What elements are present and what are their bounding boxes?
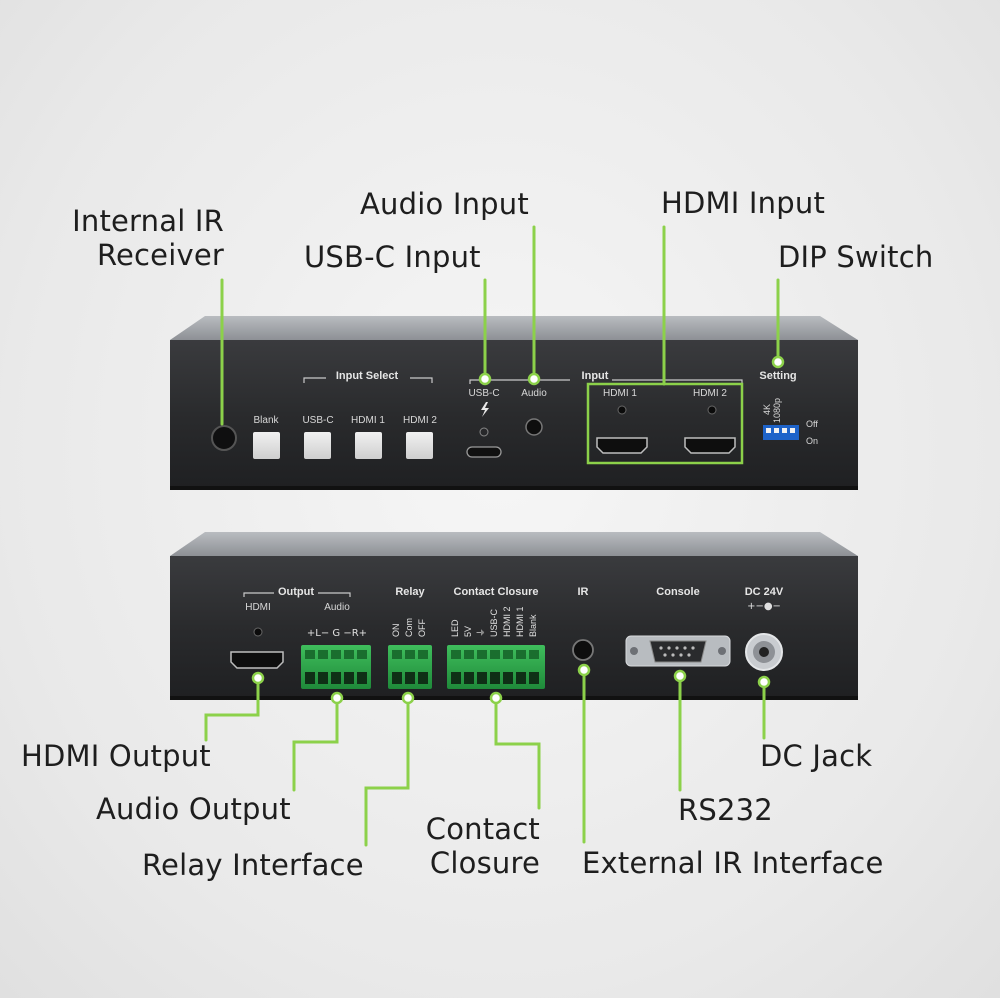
audio-input-jack [525,418,543,436]
callout-hdmi-output: HDMI Output [21,739,211,773]
hdmi-output-port [230,651,284,669]
callout-dip-switch: DIP Switch [778,240,934,274]
front-device-top [170,316,858,340]
output-label: Output [278,586,314,598]
relay-pin-off: OFF [417,619,427,637]
line-relay [364,698,410,847]
rs232-port [625,635,731,667]
ir-port-label: IR [578,586,589,598]
usbc-button-label: USB-C [302,415,333,426]
callout-dots [251,355,785,705]
contact-closure-label: Contact Closure [454,586,539,598]
callout-lines [204,225,780,847]
usbc-button[interactable] [304,432,331,459]
callout-audio-input: Audio Input [360,187,529,221]
rear-device-top [170,532,858,556]
callout-rs232: RS232 [678,793,773,827]
front-device: Input Select Blank USB-C HDMI 1 HDMI 2 I… [170,316,858,490]
callout-usbc-input: USB-C Input [304,240,481,274]
callout-relay-interface: Relay Interface [142,848,364,882]
callout-contact-closure: Contact Closure [425,812,540,880]
hdmi1-button-label: HDMI 1 [351,415,385,426]
rear-device: Output HDMI Audio +L− G −R+ Relay ON Com… [170,532,858,700]
dip-4k-label: 4K [762,404,772,415]
callout-hdmi-input: HDMI Input [661,186,826,220]
relay-pin-com: Com [404,618,414,637]
callout-internal-ir: Internal IR Receiver [72,204,224,272]
hdmi2-port-label: HDMI 2 [693,388,727,399]
dc-polarity-icon: +−●− [747,601,781,612]
audio-port-label: Audio [521,388,547,399]
audio-pin-labels: +L− G −R+ [307,628,367,639]
hdmi2-input-port [684,437,736,454]
line-audio-output [292,698,339,792]
thunderbolt-icon [481,402,489,417]
callout-external-ir: External IR Interface [582,846,884,880]
input-select-label: Input Select [336,370,399,382]
callout-dc-jack: DC Jack [760,739,873,773]
contact-pin-led: LED [450,619,460,637]
relay-label: Relay [395,586,425,598]
line-hdmi-output [204,674,260,742]
setting-label: Setting [759,370,796,382]
dip-off-label: Off [806,419,818,429]
contact-pin-usbc: USB-C [489,608,499,637]
contact-pin-ground: ⏚ [476,628,487,637]
input-label: Input [582,370,609,382]
hdmi1-input-port [596,437,648,454]
hdmi2-button[interactable] [406,432,433,459]
hdmi1-port-label: HDMI 1 [603,388,637,399]
hdmi1-button[interactable] [355,432,382,459]
contact-pin-hdmi2: HDMI 2 [502,606,512,637]
callout-audio-output: Audio Output [96,792,291,826]
contact-closure-terminal-block [447,645,545,689]
contact-pin-5v: 5V [463,626,473,637]
line-contact-closure [494,698,541,810]
audio-output-port-label: Audio [324,602,350,613]
contact-pin-hdmi1: HDMI 1 [515,606,525,637]
front-device-face [170,340,858,488]
dc-jack [745,633,783,671]
contact-pin-blank: Blank [528,614,538,637]
ir-receiver-window [211,425,237,451]
relay-terminal-block [388,645,432,689]
relay-pin-on: ON [391,624,401,638]
blank-button-label: Blank [253,415,279,426]
external-ir-jack [572,639,594,661]
usbc-port [466,446,502,458]
console-label: Console [656,586,699,598]
dip-on-label: On [806,436,818,446]
dip-1080p-label: 1080p [772,398,782,423]
hdmi-output-port-label: HDMI [245,602,271,613]
audio-terminal-block [301,645,371,689]
hdmi2-button-label: HDMI 2 [403,415,437,426]
usbc-port-label: USB-C [468,388,499,399]
dc-24v-label: DC 24V [745,586,784,598]
blank-button[interactable] [253,432,280,459]
